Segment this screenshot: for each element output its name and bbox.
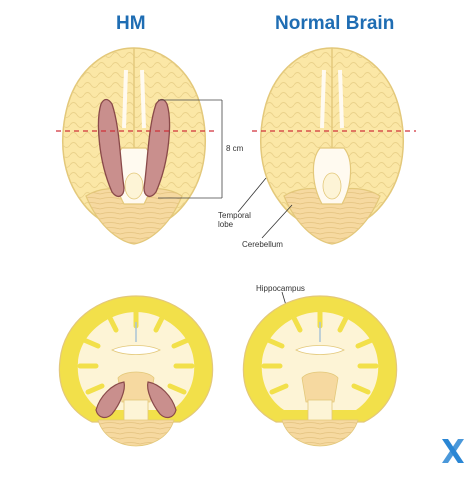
normal-brain-title: Normal Brain bbox=[275, 13, 395, 34]
hm-lesion-right bbox=[143, 98, 171, 197]
normal-coronal-section bbox=[242, 295, 398, 447]
measurement-label: 8 cm bbox=[226, 144, 244, 153]
hm-title: HM bbox=[116, 13, 146, 34]
hm-lesion-left bbox=[97, 98, 125, 197]
hm-coronal-section bbox=[58, 295, 214, 447]
cerebellum-pointer bbox=[261, 204, 293, 239]
lobe-label: lobe bbox=[218, 220, 234, 229]
hm-ventral-brain bbox=[61, 47, 207, 245]
temporal-label: Temporal bbox=[218, 211, 251, 220]
x-brand-icon bbox=[438, 436, 468, 466]
measurement-bracket bbox=[158, 99, 223, 199]
hm-coronal-lesion-left bbox=[95, 381, 125, 419]
hm-coronal-lesion-right bbox=[147, 381, 177, 419]
hippocampus-label: Hippocampus bbox=[256, 284, 305, 293]
cerebellum-label: Cerebellum bbox=[242, 240, 283, 249]
temporal-pointer bbox=[237, 177, 267, 213]
normal-ventral-brain bbox=[259, 47, 405, 245]
